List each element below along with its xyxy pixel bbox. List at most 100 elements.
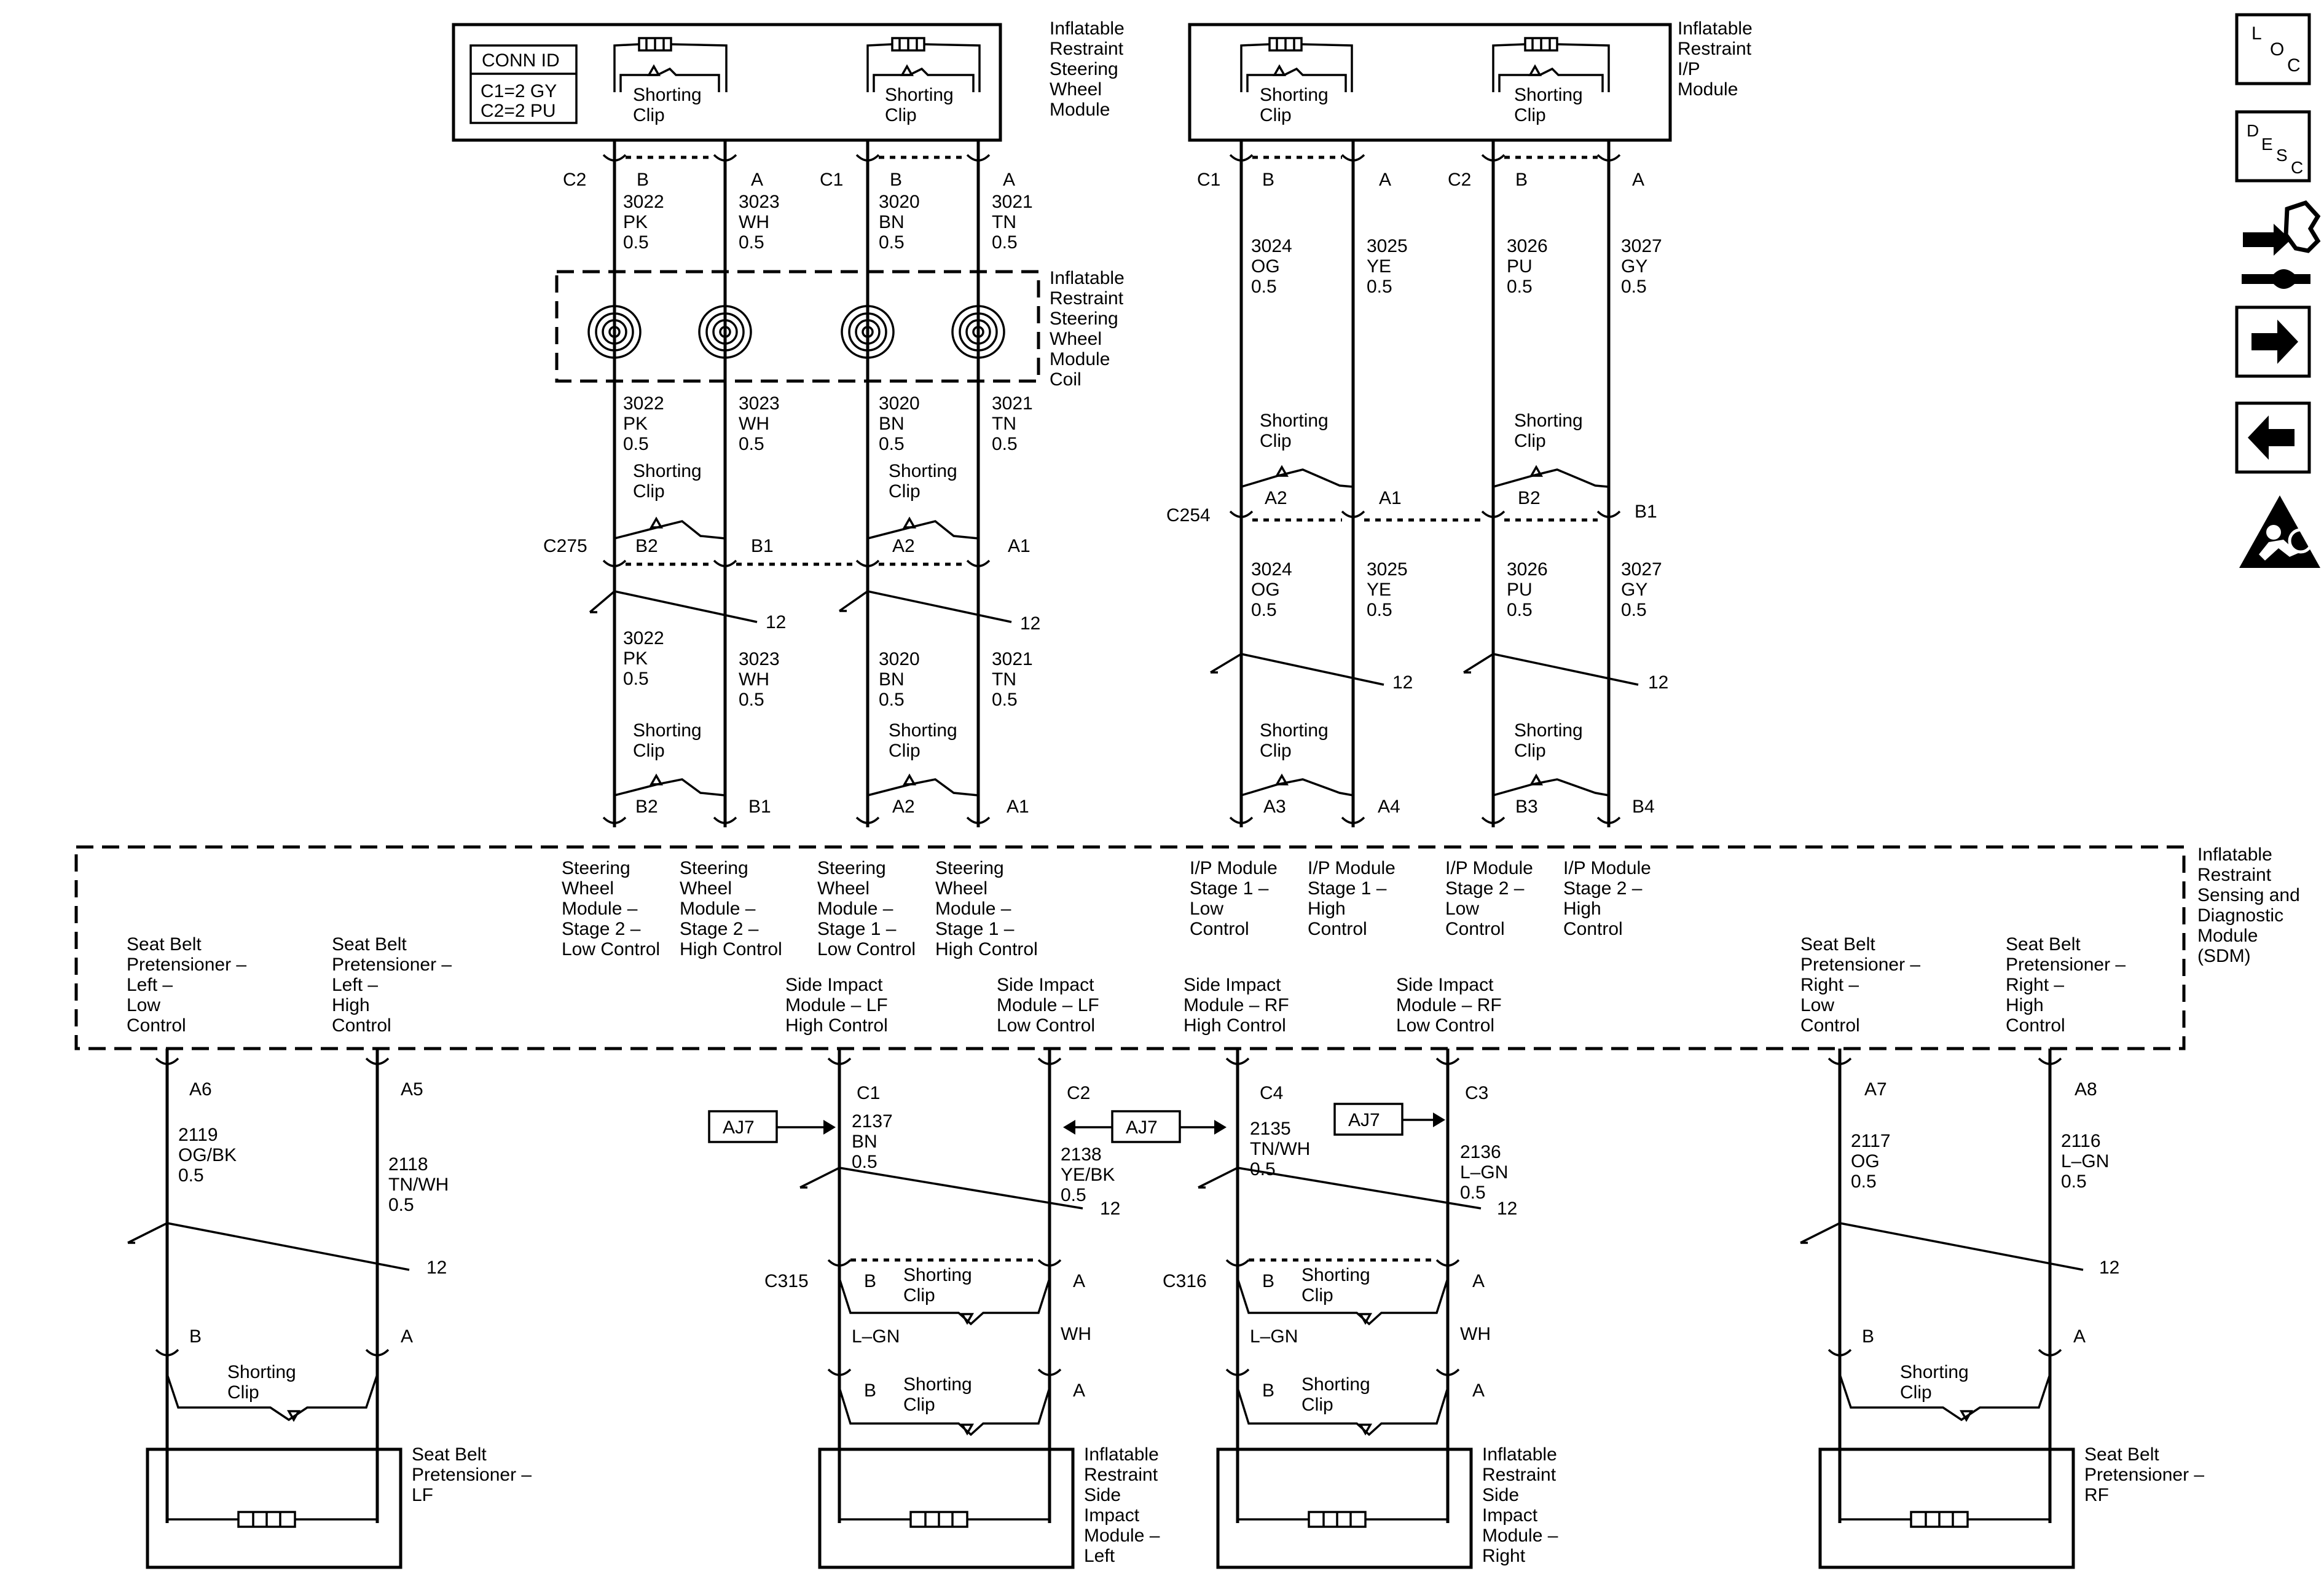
pin-b1-c275: B1 <box>751 536 774 556</box>
loc-icon[interactable]: L O C <box>2235 13 2311 85</box>
connector-c254: C254 <box>1166 505 1211 526</box>
conn-id-title: CONN ID <box>482 50 560 71</box>
twist-12-h: 12 <box>2099 1258 2119 1278</box>
pin-a5: A5 <box>401 1079 423 1100</box>
pin-a-sw2: A <box>1003 170 1015 190</box>
loc-letter-l: L <box>2251 23 2262 44</box>
pin-b3-sdm: B3 <box>1515 797 1538 817</box>
sw-squib-1 <box>613 37 728 92</box>
pin-a2-c275: A2 <box>892 536 915 556</box>
tool-icon[interactable] <box>2242 200 2321 289</box>
pin-b-c316: B <box>1262 1271 1274 1291</box>
twist-12-c: 12 <box>1392 672 1413 693</box>
pret-rf-box <box>1818 1447 2075 1569</box>
connector-c1-sw: C1 <box>820 170 843 190</box>
pin-a1-c254: A1 <box>1379 488 1402 508</box>
pin-a7: A7 <box>1864 1079 1887 1100</box>
pin-b-pret-lf: B <box>189 1326 202 1347</box>
pin-a2-c254: A2 <box>1265 488 1287 508</box>
color-wh-1: WH <box>1061 1324 1091 1344</box>
desc-icon[interactable]: D E S C <box>2235 110 2311 183</box>
pin-b1-sdm: B1 <box>748 797 771 817</box>
coil-spirals <box>587 305 1005 359</box>
twist-12-a: 12 <box>766 612 786 632</box>
pin-b-ip2: B <box>1515 170 1528 190</box>
arrow-left-icon[interactable] <box>2235 401 2311 474</box>
arrow-right-icon[interactable] <box>2235 305 2311 378</box>
sdm-sw-connectors <box>602 816 991 824</box>
c254-connectors <box>1229 510 1621 522</box>
pin-a1-sdm: A1 <box>1007 797 1029 817</box>
conn-id-line2: C2=2 PU <box>481 101 556 121</box>
twist-12-b: 12 <box>1020 613 1040 634</box>
side-left-box <box>818 1447 1075 1569</box>
pin-b4-sdm: B4 <box>1632 797 1655 817</box>
connector-c275: C275 <box>543 536 587 556</box>
pin-a-pret-rf: A <box>2073 1326 2086 1347</box>
connector-c315: C315 <box>764 1271 809 1291</box>
pin-a2-sdm: A2 <box>892 797 915 817</box>
connector-c3: C3 <box>1465 1083 1488 1103</box>
pin-b-pret-rf: B <box>1862 1326 1874 1347</box>
pin-b-side-l: B <box>864 1380 876 1401</box>
connector-c1-side-l: C1 <box>857 1083 880 1103</box>
connector-c2-sw: C2 <box>563 170 586 190</box>
connector-c1-ip: C1 <box>1197 170 1220 190</box>
twist-12-d: 12 <box>1648 672 1668 693</box>
twist-12-f: 12 <box>1100 1199 1120 1219</box>
desc-letter-e: E <box>2261 135 2273 154</box>
sw-top-connectors <box>602 154 991 162</box>
desc-letter-d: D <box>2247 121 2259 140</box>
pin-a-pret-lf: A <box>401 1326 413 1347</box>
pin-b2-sdm: B2 <box>635 797 658 817</box>
pin-a8: A8 <box>2075 1079 2097 1100</box>
conn-id-line1: C1=2 GY <box>481 81 557 101</box>
pin-a4-sdm: A4 <box>1378 797 1400 817</box>
pin-b-c315: B <box>864 1271 876 1291</box>
color-wh-2: WH <box>1460 1324 1491 1344</box>
pin-b-side-r: B <box>1262 1380 1274 1401</box>
pin-a1-c275: A1 <box>1008 536 1030 556</box>
sdm-bottom-connectors <box>155 1057 2062 1065</box>
connector-c2-ip: C2 <box>1448 170 1471 190</box>
c275-connectors <box>602 559 991 567</box>
pin-a-side-l: A <box>1073 1380 1085 1401</box>
pin-a-ip1: A <box>1379 170 1391 190</box>
loc-letter-o: O <box>2270 39 2284 60</box>
